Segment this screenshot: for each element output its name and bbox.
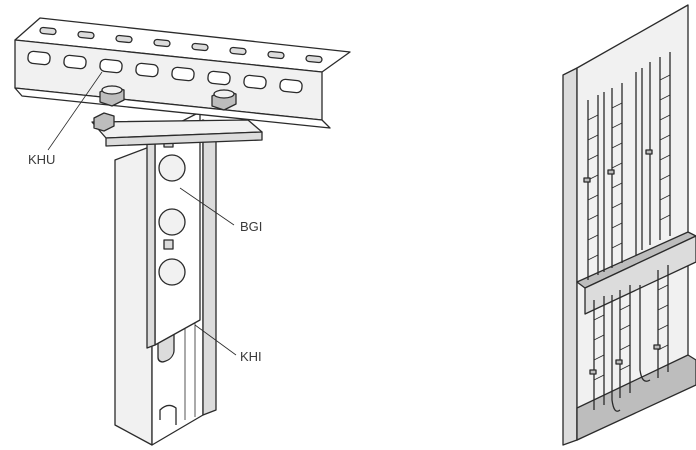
bolt-3: [93, 112, 115, 132]
leader-bgi: [179, 187, 235, 226]
wall-side-edge: [562, 67, 578, 446]
cable-ladders-lower: [593, 265, 669, 412]
inner-bracket-bgi: [146, 111, 201, 349]
label-bgi: BGI: [240, 219, 262, 234]
cable-ladders-upper: [587, 52, 671, 280]
bolt-2: [211, 89, 237, 111]
support-plate: [91, 119, 263, 147]
wall-brackets: [583, 149, 661, 375]
wall-slots: [27, 50, 303, 94]
bolt-1: [99, 85, 125, 107]
leader-khu: [47, 71, 103, 151]
horizontal-channel-khu: [14, 17, 351, 129]
label-khu: KHU: [28, 152, 55, 167]
bracket-detail: KHU BGI KHI: [14, 17, 351, 446]
leader-khi: [194, 324, 237, 356]
base-concrete: [576, 354, 696, 441]
installation-overview: [562, 4, 696, 446]
floor-slab: [576, 231, 696, 315]
label-khi: KHI: [240, 349, 262, 364]
flange-slots: [39, 26, 323, 64]
